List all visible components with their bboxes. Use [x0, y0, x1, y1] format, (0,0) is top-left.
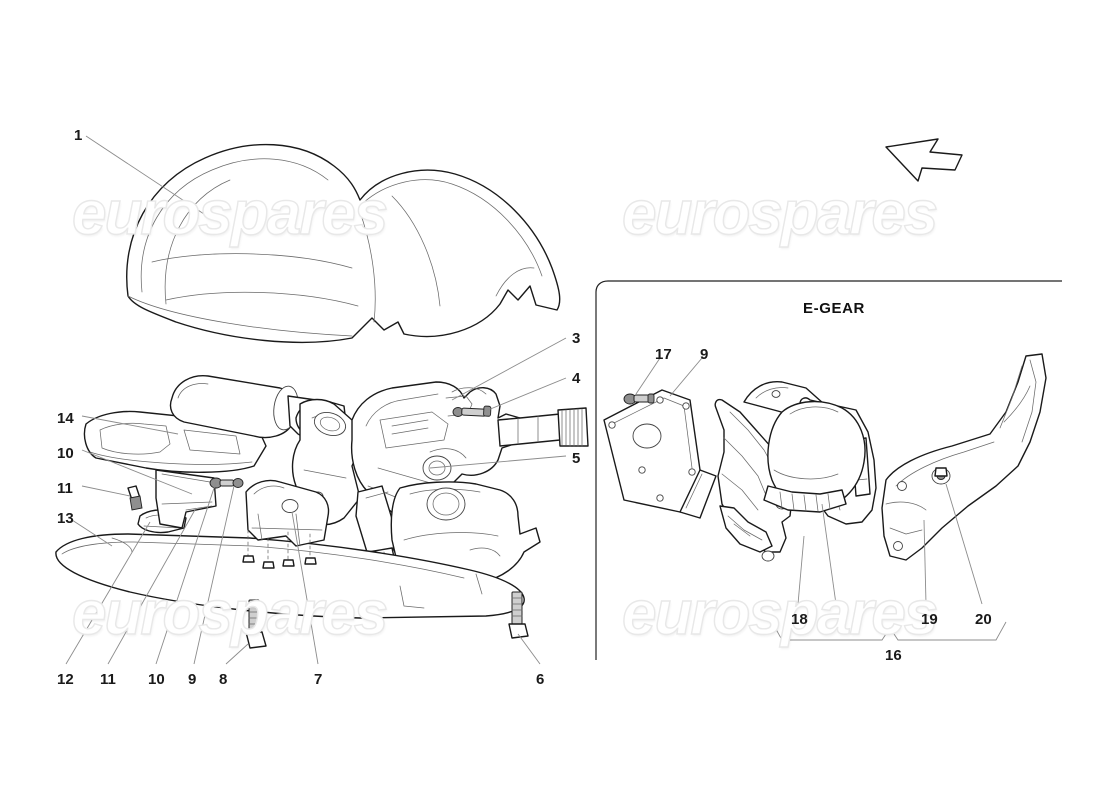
mounting-bolts-small — [242, 529, 317, 569]
bracket-16 — [771, 621, 1007, 641]
direction-arrow — [885, 138, 963, 182]
callout-label-16: 16 — [885, 647, 902, 664]
steering-output-shaft — [497, 407, 589, 447]
part-4-pin — [452, 405, 492, 417]
callout-label-3: 3 — [572, 330, 581, 347]
part-7-support-bracket — [245, 479, 330, 547]
part-17-egear-bolt — [623, 393, 655, 405]
steering-column-shaft — [169, 375, 361, 526]
callout-label-6: 6 — [536, 671, 545, 688]
callout-label-19: 19 — [921, 611, 938, 628]
callout-label-14: 14 — [57, 410, 74, 427]
callout-label-17: 17 — [655, 346, 672, 363]
callout-label-1: 1 — [74, 127, 83, 144]
part-1-upper-column-cover — [126, 143, 561, 344]
callout-label-7: 7 — [314, 671, 323, 688]
callout-label-13: 13 — [57, 510, 74, 527]
part-6-bolt — [508, 591, 529, 639]
callout-label-5: 5 — [572, 450, 581, 467]
leader-lines — [65, 135, 983, 665]
callout-label-9: 9 — [188, 671, 197, 688]
callout-label-8: 8 — [219, 671, 228, 688]
callout-label-10b: 10 — [57, 445, 74, 462]
egear-hub — [763, 400, 866, 513]
egear-panel-border — [595, 280, 1062, 660]
callout-label-11: 11 — [100, 671, 116, 688]
callout-label-12: 12 — [57, 671, 74, 688]
callout-label-10: 10 — [148, 671, 165, 688]
callout-label-11b: 11 — [57, 480, 73, 497]
part-8-bolt — [245, 599, 267, 649]
egear-panel-title: E-GEAR — [803, 300, 865, 317]
callout-label-4: 4 — [572, 370, 581, 387]
part-11-bolt-left — [127, 485, 143, 511]
callout-label-18: 18 — [791, 611, 808, 628]
part-20-egear-bolt — [931, 467, 951, 485]
part-9-egear-bracket — [603, 389, 717, 519]
callout-label-20: 20 — [975, 611, 992, 628]
callout-label-9b: 9 — [700, 346, 709, 363]
